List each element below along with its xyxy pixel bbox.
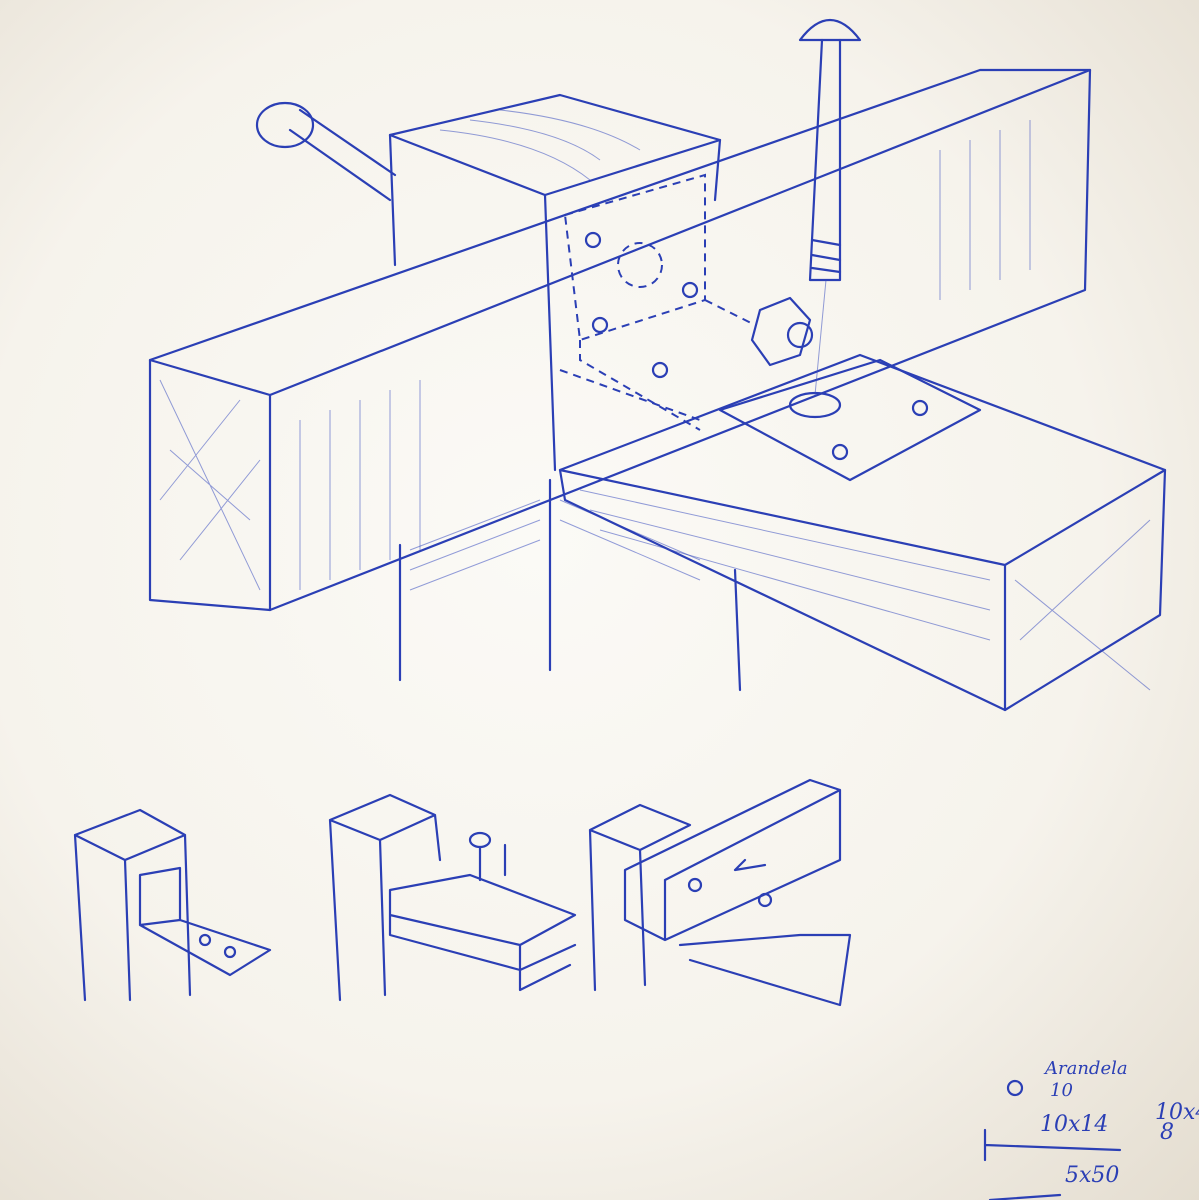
lower-beam <box>558 353 1167 712</box>
vertical-bolt <box>798 18 862 396</box>
small-sketch-1 <box>73 808 272 1002</box>
main-beam <box>148 68 1092 612</box>
small-screw-sketch <box>983 1079 1122 1200</box>
small-sketch-3 <box>588 778 852 1007</box>
metal-bracket <box>559 173 706 431</box>
note-nut-sub: 8 <box>1160 1120 1174 1145</box>
post <box>388 93 742 692</box>
note-washer-label: Arandela <box>1045 1058 1128 1079</box>
note-washer-size: 10 <box>1050 1080 1073 1101</box>
small-sketch-2 <box>328 793 577 1002</box>
hex-nut <box>704 296 814 367</box>
note-screw-size: 5x50 <box>1065 1163 1120 1188</box>
long-bolt <box>255 101 397 202</box>
note-bolt-size: 10x14 <box>1040 1112 1109 1137</box>
note-nut-size: 10x4 <box>1155 1100 1199 1125</box>
